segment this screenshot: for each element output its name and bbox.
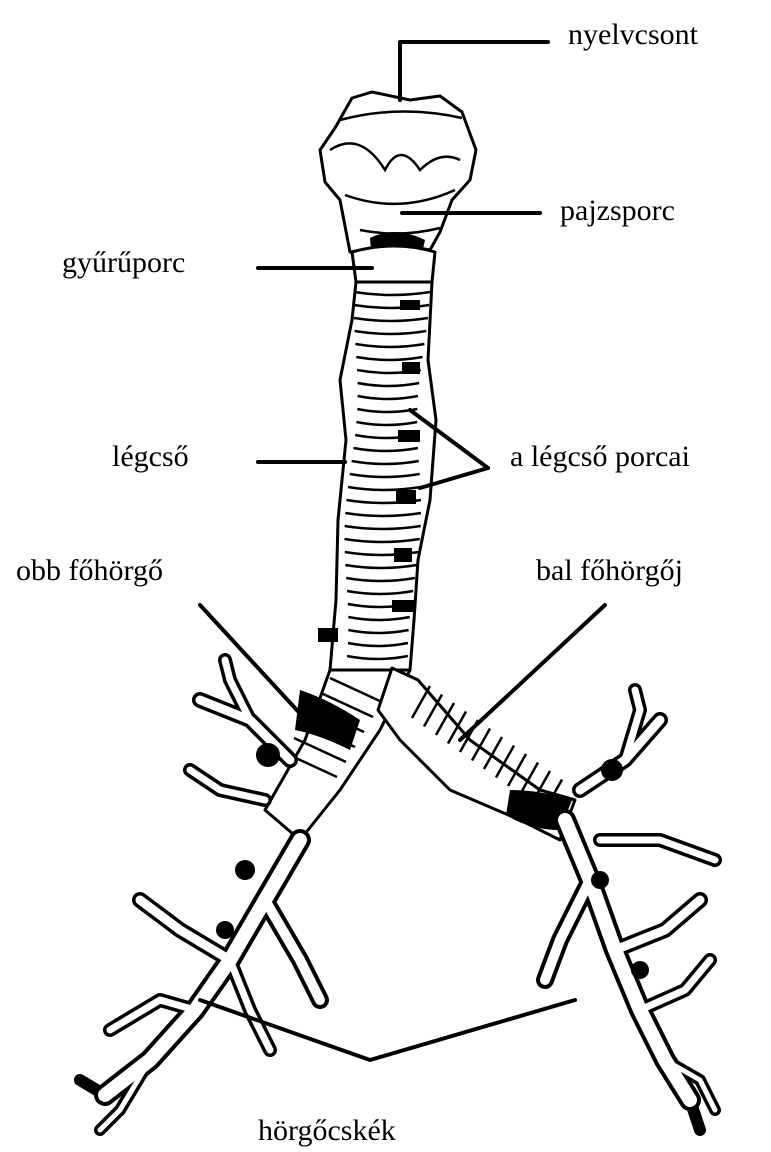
leader-hyoid <box>400 42 548 100</box>
label-hyoid: nyelvcsont <box>568 18 699 51</box>
label-bronchioles: hörgőcskék <box>258 1114 396 1147</box>
right-bronchial-tree <box>80 660 320 1130</box>
larynx-drawing <box>320 92 476 282</box>
bronchi-drawing <box>265 668 575 840</box>
label-right-bronchus: obb főhörgő <box>16 554 163 587</box>
label-left-bronchus: bal főhörgőj <box>536 554 683 587</box>
trachea-drawing <box>318 282 436 670</box>
leader-left-bronchus <box>460 605 605 740</box>
label-trachea-cartilages: a légcső porcai <box>510 440 690 473</box>
label-thyroid: pajzsporc <box>560 194 675 227</box>
left-bronchial-tree <box>545 690 715 1130</box>
label-trachea: légcső <box>112 440 189 473</box>
label-cricoid: gyűrűporc <box>62 246 185 279</box>
